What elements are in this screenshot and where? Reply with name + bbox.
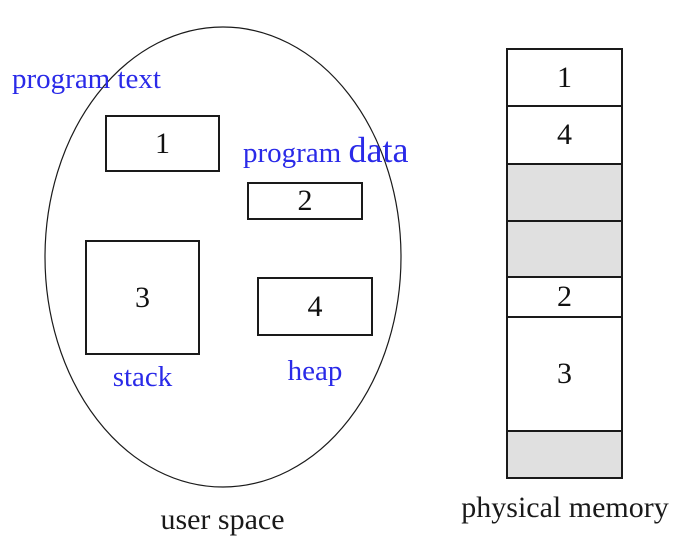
heap-label: heap — [287, 355, 343, 387]
memory-cell-free-2 — [508, 220, 621, 276]
physical-memory-caption: physical memory — [461, 491, 669, 524]
memory-cell-free-1 — [508, 163, 621, 220]
user-space-caption: user space — [160, 503, 285, 536]
program-text-label: program text — [12, 63, 161, 95]
memory-cell-free-3 — [508, 430, 621, 477]
memory-cell-frame-4: 4 — [508, 105, 621, 163]
program-data-label-word2: data — [348, 130, 409, 170]
program-data-label: program data — [243, 130, 409, 171]
memory-cell-frame-2: 2 — [508, 276, 621, 316]
memory-cell-frame-3: 3 — [508, 316, 621, 430]
segment-box-1: 1 — [105, 115, 220, 172]
physical-memory-column: 1 4 2 3 — [506, 48, 623, 479]
segment-box-3: 3 — [85, 240, 200, 355]
segment-box-4: 4 — [257, 277, 373, 336]
segment-box-2: 2 — [247, 182, 363, 220]
memory-cell-frame-1: 1 — [557, 60, 572, 94]
stack-label: stack — [112, 361, 173, 393]
program-data-label-word1: program — [243, 137, 349, 169]
